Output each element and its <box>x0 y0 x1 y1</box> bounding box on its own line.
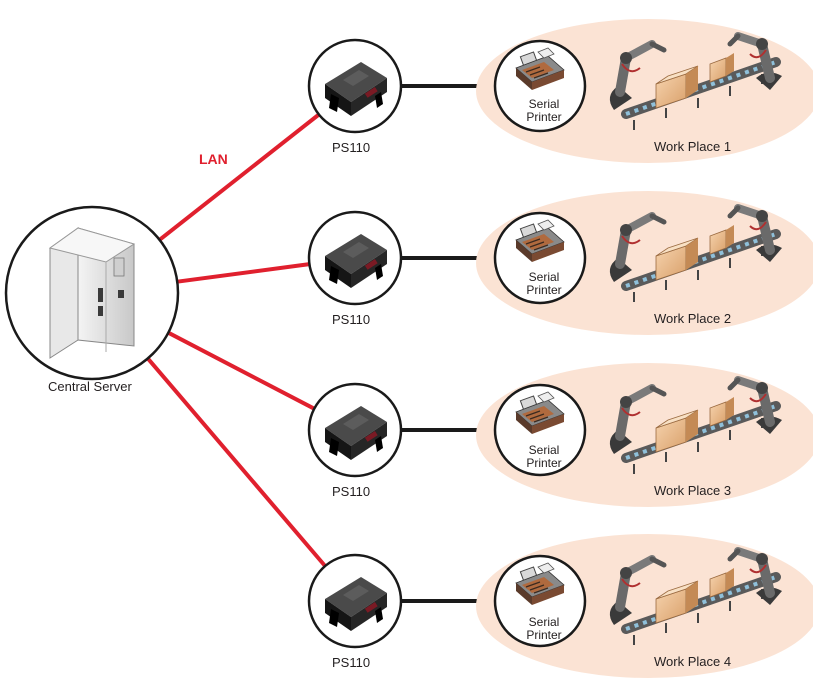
ps110-label-3: PS110 <box>332 484 371 499</box>
printer-label-2-line1: Serial <box>528 270 560 284</box>
printer-label-3-line2: Printer <box>526 456 562 470</box>
printer-label-2-line2: Printer <box>526 283 562 297</box>
lan-link-1 <box>158 112 321 242</box>
shapes-layer <box>4 19 813 678</box>
ps110-label-4: PS110 <box>332 655 371 670</box>
printer-label-1-line2: Printer <box>526 110 562 124</box>
lan-label: LAN <box>199 151 228 167</box>
links-layer <box>146 84 495 603</box>
printer-label-4-line1: Serial <box>528 615 560 629</box>
printer-label-1: Serial Printer <box>514 98 574 124</box>
printer-label-3: Serial Printer <box>514 444 574 470</box>
server-icon <box>48 227 136 359</box>
server-drive-bay <box>113 257 125 277</box>
workplace-label-2: Work Place 2 <box>654 311 732 326</box>
lan-link-3 <box>167 330 316 411</box>
server-status-led-3 <box>118 290 124 298</box>
printer-label-4-line2: Printer <box>526 628 562 642</box>
printer-label-2: Serial Printer <box>514 271 574 297</box>
printer-label-3-line1: Serial <box>528 443 560 457</box>
workplace-label-4: Work Place 4 <box>654 654 732 669</box>
printer-label-4: Serial Printer <box>514 616 574 642</box>
server-status-led-1 <box>98 288 103 302</box>
central-server-label: Central Server <box>48 379 132 394</box>
workplace-label-1: Work Place 1 <box>654 139 732 154</box>
workplace-label-3: Work Place 3 <box>654 483 732 498</box>
server-status-led-2 <box>98 306 103 316</box>
ps110-label-1: PS110 <box>332 140 371 155</box>
ps110-label-2: PS110 <box>332 312 371 327</box>
lan-link-4 <box>146 357 327 568</box>
printer-label-1-line1: Serial <box>528 97 560 111</box>
lan-link-2 <box>176 262 310 284</box>
server-top-panel <box>48 227 136 263</box>
